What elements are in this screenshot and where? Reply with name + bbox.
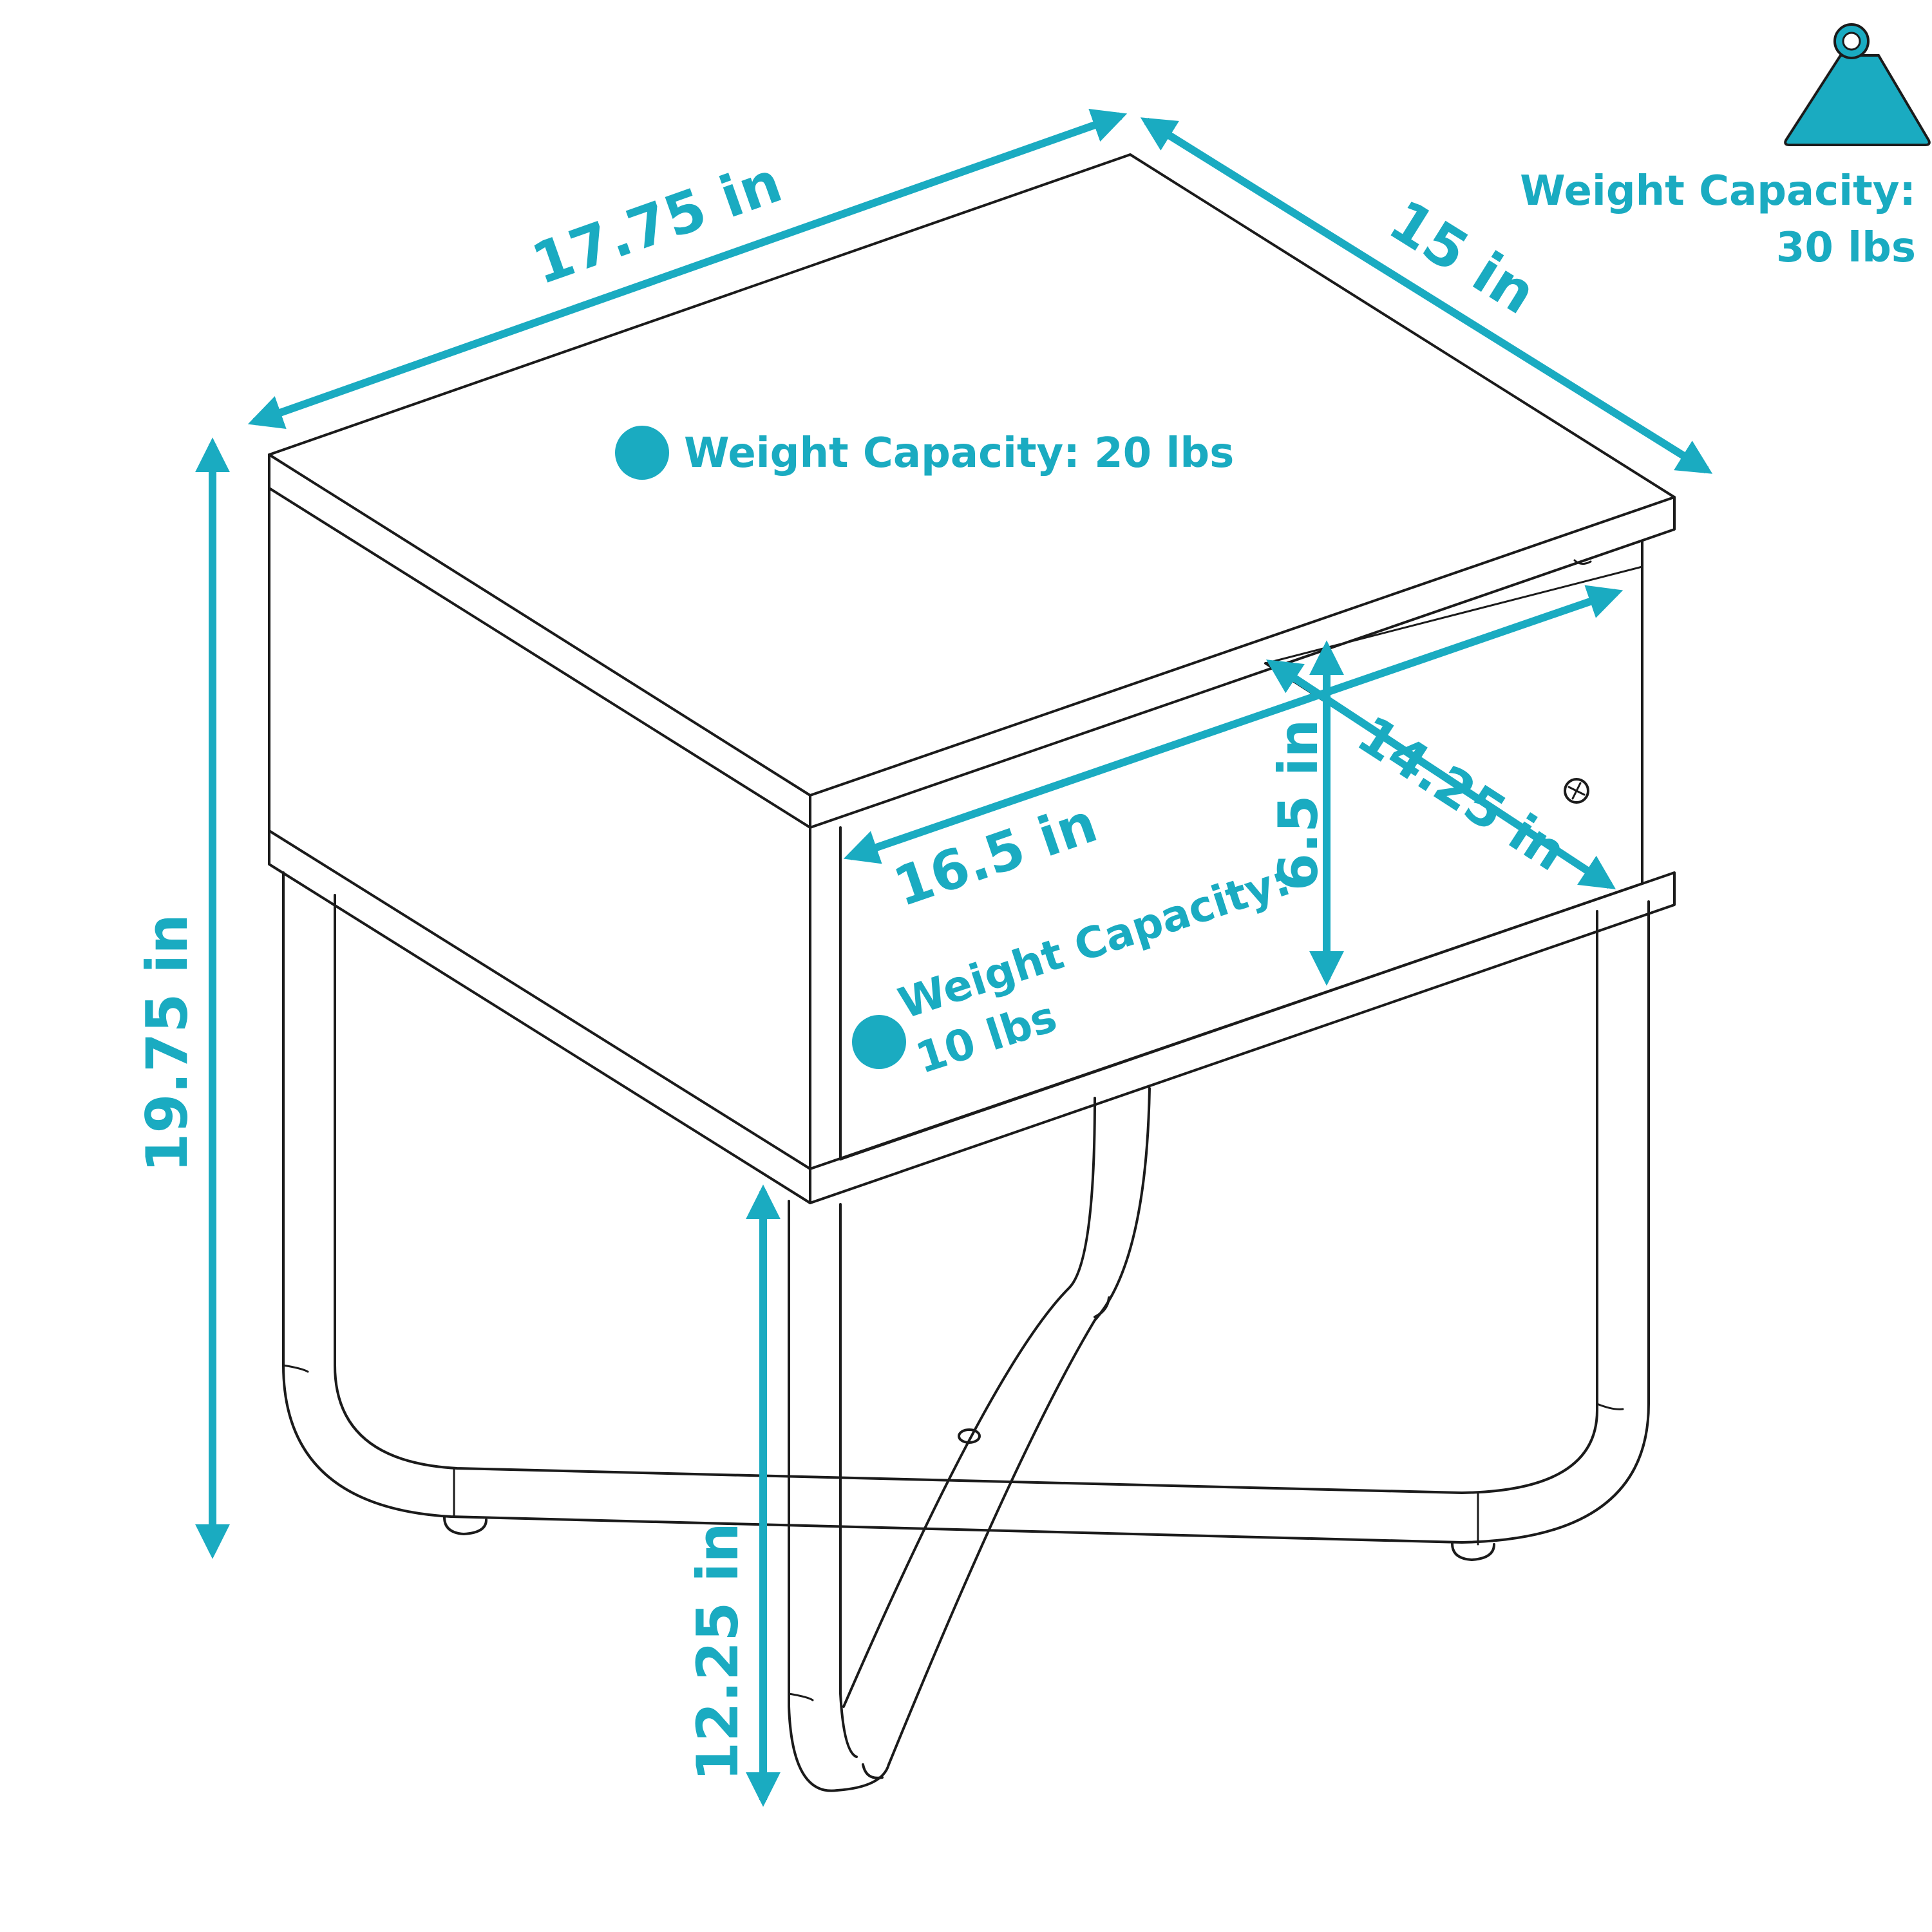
weight-badge-line1: Weight Capacity:: [1520, 167, 1916, 215]
shelf-depth-label: 14.25 in: [1347, 704, 1577, 882]
top-capacity-callout: Weight Capacity: 20 lbs: [615, 426, 1234, 480]
back-leg-frame: [282, 871, 1650, 1561]
diagonal-leg: [842, 1087, 1151, 1766]
front-leg-frame: [788, 1200, 890, 1792]
top-width-label: 17.75 in: [524, 149, 790, 298]
bottom-shelf: [268, 826, 1676, 1204]
dimension-shelf-width: 16.5 in: [843, 585, 1624, 919]
leg-height-label: 12.25 in: [685, 1522, 751, 1781]
capacity-dot-icon: [615, 426, 669, 480]
dimension-total-height: 19.75 in: [134, 437, 230, 1559]
total-height-label: 19.75 in: [134, 914, 200, 1173]
dimension-top-width: 17.75 in: [247, 108, 1128, 430]
side-panel: [268, 487, 1643, 885]
capacity-dot-icon: [852, 1015, 906, 1069]
top-capacity-label: Weight Capacity: 20 lbs: [684, 430, 1234, 477]
weight-capacity-badge: Weight Capacity: 30 lbs: [1520, 23, 1931, 272]
weight-badge-line2: 30 lbs: [1776, 224, 1916, 272]
dimension-leg-height: 12.25 in: [685, 1184, 781, 1807]
weight-icon: [1784, 23, 1931, 146]
